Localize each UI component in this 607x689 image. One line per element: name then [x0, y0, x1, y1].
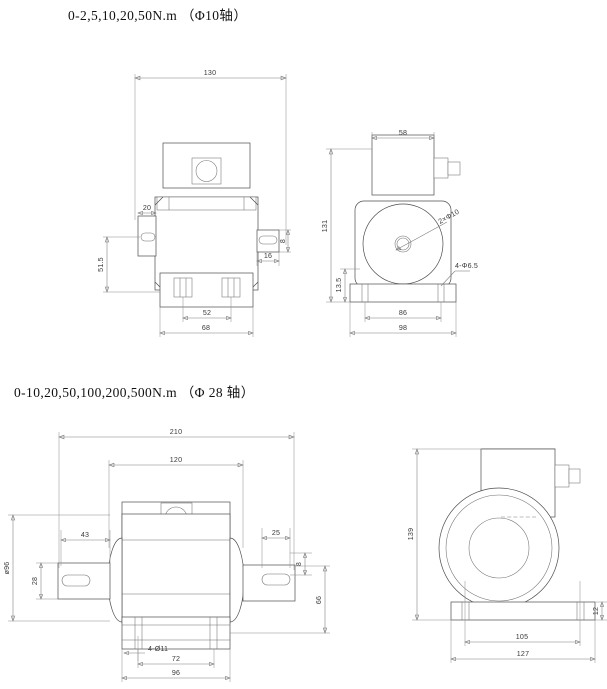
front-view-small-geometry — [137, 142, 280, 308]
dim-96: 96 — [172, 669, 180, 677]
dim-13-5: 13.5 — [335, 278, 343, 293]
dim-20: 20 — [143, 204, 151, 212]
dim-12: 12 — [592, 607, 600, 615]
dim-210: 210 — [170, 428, 182, 436]
dim-105: 105 — [516, 633, 528, 641]
dim-120: 120 — [170, 456, 182, 464]
side-view-small-dimensions: 58 131 13.5 2×Φ10 — [321, 129, 478, 337]
dim-25: 25 — [272, 529, 280, 537]
section-title-small-shaft: 0-2,5,10,20,50N.m （Φ10轴） — [68, 8, 248, 23]
dim-98: 98 — [399, 324, 407, 332]
dim-16: 16 — [264, 252, 272, 260]
dim-4-phi11: 4-Ø11 — [148, 645, 168, 653]
dim-phi96: ø96 — [3, 562, 11, 575]
dim-127: 127 — [517, 650, 529, 658]
dim-72: 72 — [172, 655, 180, 663]
drawing-large-shaft: 210 120 ø96 — [0, 418, 607, 689]
drawing-small-shaft: 130 20 51.5 16 — [0, 50, 607, 337]
dim-28: 28 — [31, 577, 39, 585]
front-view-large-dimensions: 210 120 ø96 — [3, 428, 330, 682]
side-view-small-geometry — [349, 134, 461, 303]
front-view-small-dimensions: 130 20 51.5 16 — [97, 69, 291, 337]
dim-68: 68 — [202, 324, 210, 332]
front-view-large-geometry — [57, 501, 296, 650]
dim-58: 58 — [399, 129, 407, 137]
dim-43: 43 — [81, 531, 89, 539]
dim-131: 131 — [321, 220, 329, 232]
dim-4-phi6-5: 4-Φ6.5 — [455, 262, 478, 270]
side-view-large-dimensions: 139 12 105 — [407, 448, 607, 663]
dim-66: 66 — [315, 596, 323, 604]
dim-8-large: 8 — [295, 562, 303, 566]
dim-51-5: 51.5 — [97, 257, 105, 272]
dim-130: 130 — [204, 69, 216, 77]
dim-139: 139 — [407, 528, 415, 540]
dim-86: 86 — [399, 309, 407, 317]
section-title-large-shaft: 0-10,20,50,100,200,500N.m （Φ 28 轴） — [14, 385, 255, 400]
side-view-large-geometry — [438, 448, 596, 621]
dim-52: 52 — [203, 309, 211, 317]
dim-8-right: 8 — [279, 239, 287, 243]
